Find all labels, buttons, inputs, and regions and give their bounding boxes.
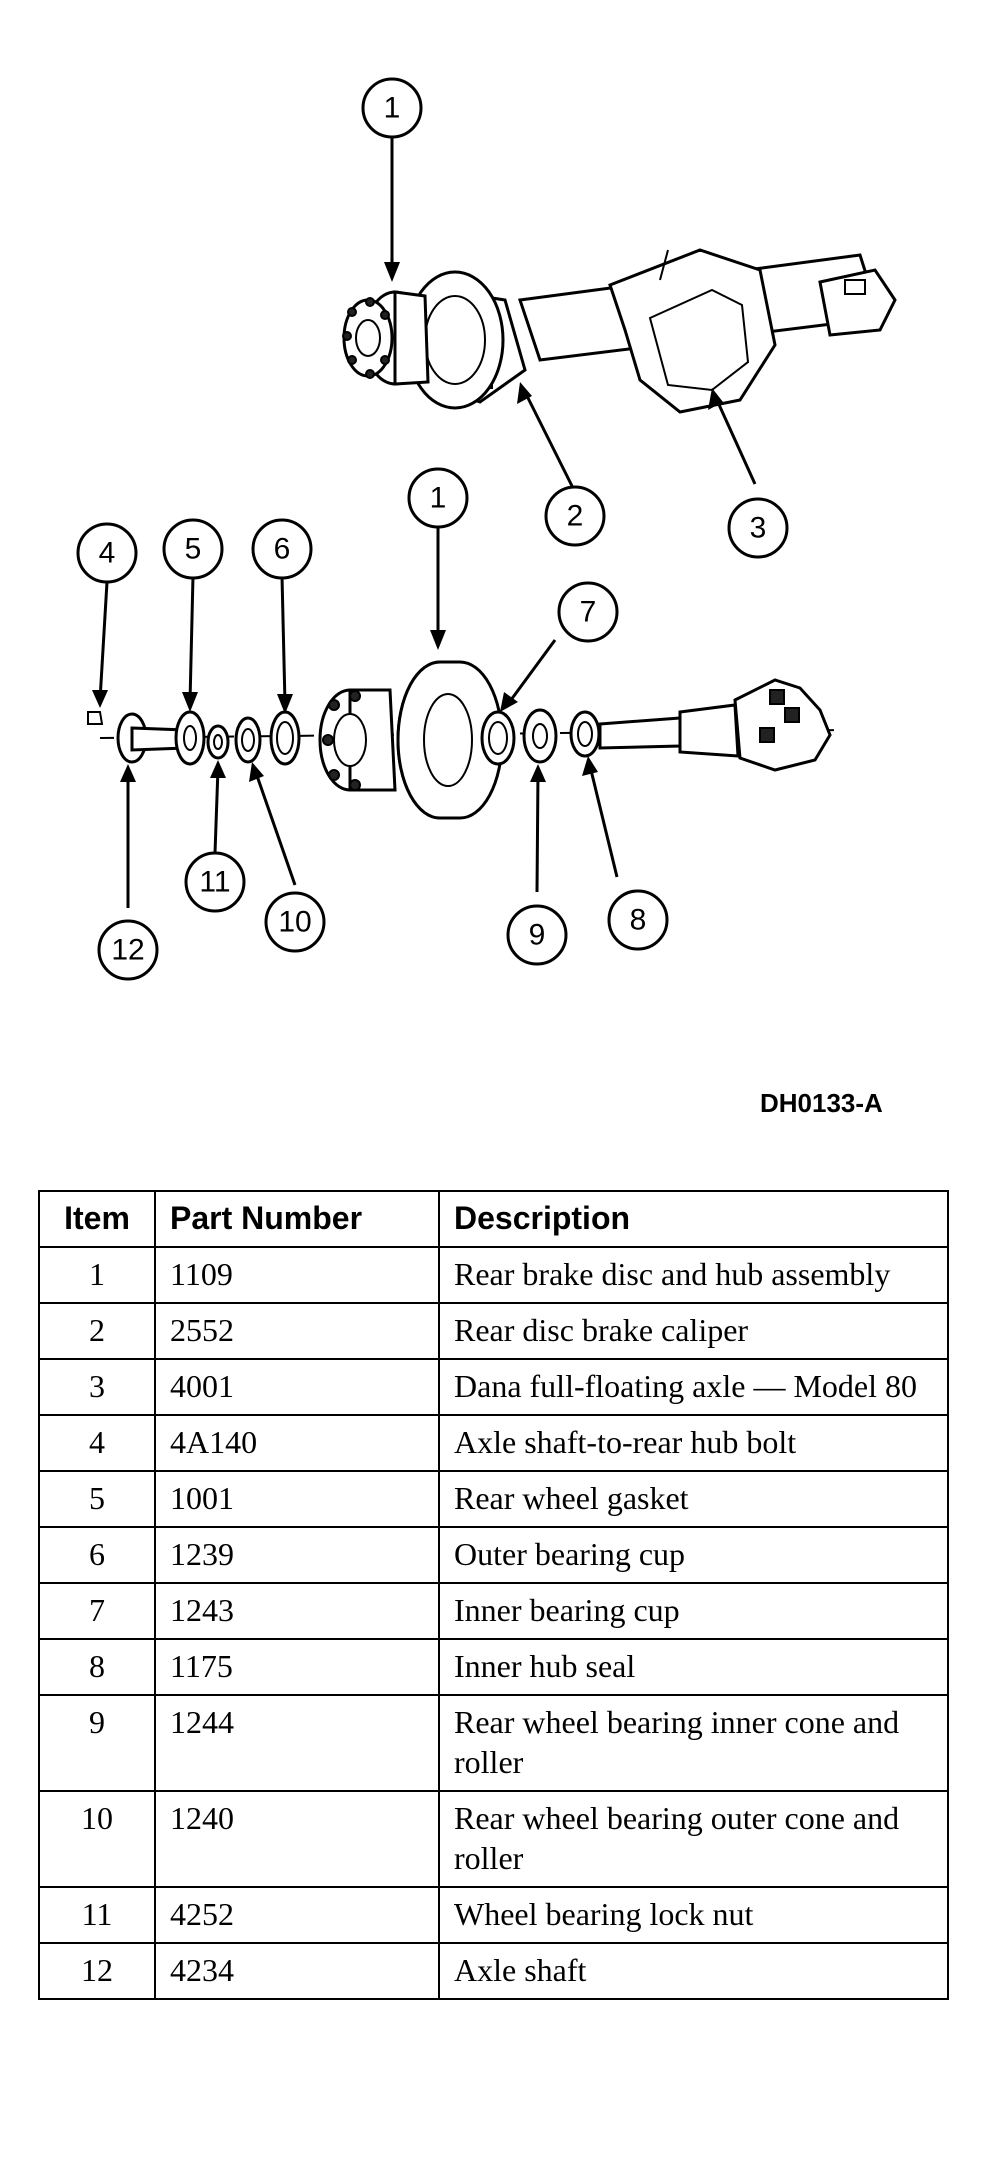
- axle-assembly-illustration: [342, 248, 897, 414]
- leader-lines: [92, 137, 757, 908]
- callout-11: 11: [184, 851, 246, 913]
- exploded-view-diagram: 1 2 3 1 4 5 6 7 8 9 10 11 12: [76, 77, 897, 981]
- callout-7: 7: [557, 581, 619, 643]
- row-part-number: 4234: [154, 1942, 440, 2000]
- svg-text:2: 2: [567, 500, 584, 533]
- table-row: 8 1175 Inner hub seal: [38, 1638, 949, 1696]
- svg-text:6: 6: [274, 533, 291, 566]
- callout-12: 12: [97, 919, 159, 981]
- row-item: 2: [38, 1302, 156, 1360]
- svg-text:1: 1: [430, 482, 447, 515]
- svg-text:10: 10: [278, 906, 311, 939]
- row-part-number: 1240: [154, 1790, 440, 1888]
- row-part-number: 1239: [154, 1526, 440, 1584]
- callout-3: 3: [727, 497, 789, 559]
- header-part-number: Part Number: [154, 1190, 440, 1248]
- svg-text:4: 4: [99, 537, 116, 570]
- callout-1-top: 1: [361, 77, 423, 139]
- callout-8: 8: [607, 889, 669, 951]
- table-row: 1 1109 Rear brake disc and hub assembly: [38, 1246, 949, 1304]
- row-description: Axle shaft-to-rear hub bolt: [438, 1414, 949, 1472]
- row-description: Dana full-floating axle — Model 80: [438, 1358, 949, 1416]
- table-row: 2 2552 Rear disc brake caliper: [38, 1302, 949, 1360]
- row-part-number: 1001: [154, 1470, 440, 1528]
- row-description: Rear wheel bearing inner cone and roller: [438, 1694, 949, 1792]
- row-description: Rear disc brake caliper: [438, 1302, 949, 1360]
- row-description: Outer bearing cup: [438, 1526, 949, 1584]
- svg-text:11: 11: [199, 866, 230, 899]
- svg-text:9: 9: [529, 919, 546, 952]
- row-part-number: 1109: [154, 1246, 440, 1304]
- row-item: 1: [38, 1246, 156, 1304]
- table-row: 6 1239 Outer bearing cup: [38, 1526, 949, 1584]
- row-description: Inner hub seal: [438, 1638, 949, 1696]
- table-header-row: Item Part Number Description: [38, 1190, 949, 1248]
- callout-6: 6: [251, 518, 313, 580]
- svg-text:12: 12: [111, 934, 144, 967]
- row-part-number: 4001: [154, 1358, 440, 1416]
- svg-text:5: 5: [185, 533, 202, 566]
- table-row: 5 1001 Rear wheel gasket: [38, 1470, 949, 1528]
- header-item: Item: [38, 1190, 156, 1248]
- row-part-number: 1243: [154, 1582, 440, 1640]
- figure-code: DH0133-A: [760, 1088, 883, 1118]
- table-row: 9 1244 Rear wheel bearing inner cone and…: [38, 1694, 949, 1792]
- svg-text:7: 7: [580, 596, 597, 629]
- row-description: Axle shaft: [438, 1942, 949, 2000]
- callout-2: 2: [544, 485, 606, 547]
- table-row: 12 4234 Axle shaft: [38, 1942, 949, 2000]
- row-part-number: 2552: [154, 1302, 440, 1360]
- row-part-number: 4A140: [154, 1414, 440, 1472]
- parts-table: Item Part Number Description 1 1109 Rear…: [38, 1190, 949, 2000]
- callout-9: 9: [506, 904, 568, 966]
- table-row: 11 4252 Wheel bearing lock nut: [38, 1886, 949, 1944]
- svg-text:8: 8: [630, 904, 647, 937]
- header-description: Description: [438, 1190, 949, 1248]
- row-item: 6: [38, 1526, 156, 1584]
- row-description: Wheel bearing lock nut: [438, 1886, 949, 1944]
- row-item: 7: [38, 1582, 156, 1640]
- callout-4: 4: [76, 522, 138, 584]
- svg-text:3: 3: [750, 512, 767, 545]
- row-description: Rear brake disc and hub assembly: [438, 1246, 949, 1304]
- callout-10: 10: [264, 891, 326, 953]
- svg-text:1: 1: [384, 92, 401, 125]
- callout-5: 5: [162, 518, 224, 580]
- row-item: 3: [38, 1358, 156, 1416]
- row-item: 8: [38, 1638, 156, 1696]
- row-part-number: 4252: [154, 1886, 440, 1944]
- table-row: 7 1243 Inner bearing cup: [38, 1582, 949, 1640]
- row-item: 5: [38, 1470, 156, 1528]
- table-row: 10 1240 Rear wheel bearing outer cone an…: [38, 1790, 949, 1888]
- row-item: 12: [38, 1942, 156, 2000]
- row-description: Inner bearing cup: [438, 1582, 949, 1640]
- row-part-number: 1175: [154, 1638, 440, 1696]
- exploded-parts-illustration: [87, 660, 841, 820]
- row-item: 10: [38, 1790, 156, 1888]
- table-row: 3 4001 Dana full-floating axle — Model 8…: [38, 1358, 949, 1416]
- row-item: 9: [38, 1694, 156, 1792]
- table-row: 4 4A140 Axle shaft-to-rear hub bolt: [38, 1414, 949, 1472]
- row-item: 11: [38, 1886, 156, 1944]
- row-description: Rear wheel bearing outer cone and roller: [438, 1790, 949, 1888]
- row-item: 4: [38, 1414, 156, 1472]
- row-description: Rear wheel gasket: [438, 1470, 949, 1528]
- row-part-number: 1244: [154, 1694, 440, 1792]
- callout-1-bottom: 1: [407, 467, 469, 529]
